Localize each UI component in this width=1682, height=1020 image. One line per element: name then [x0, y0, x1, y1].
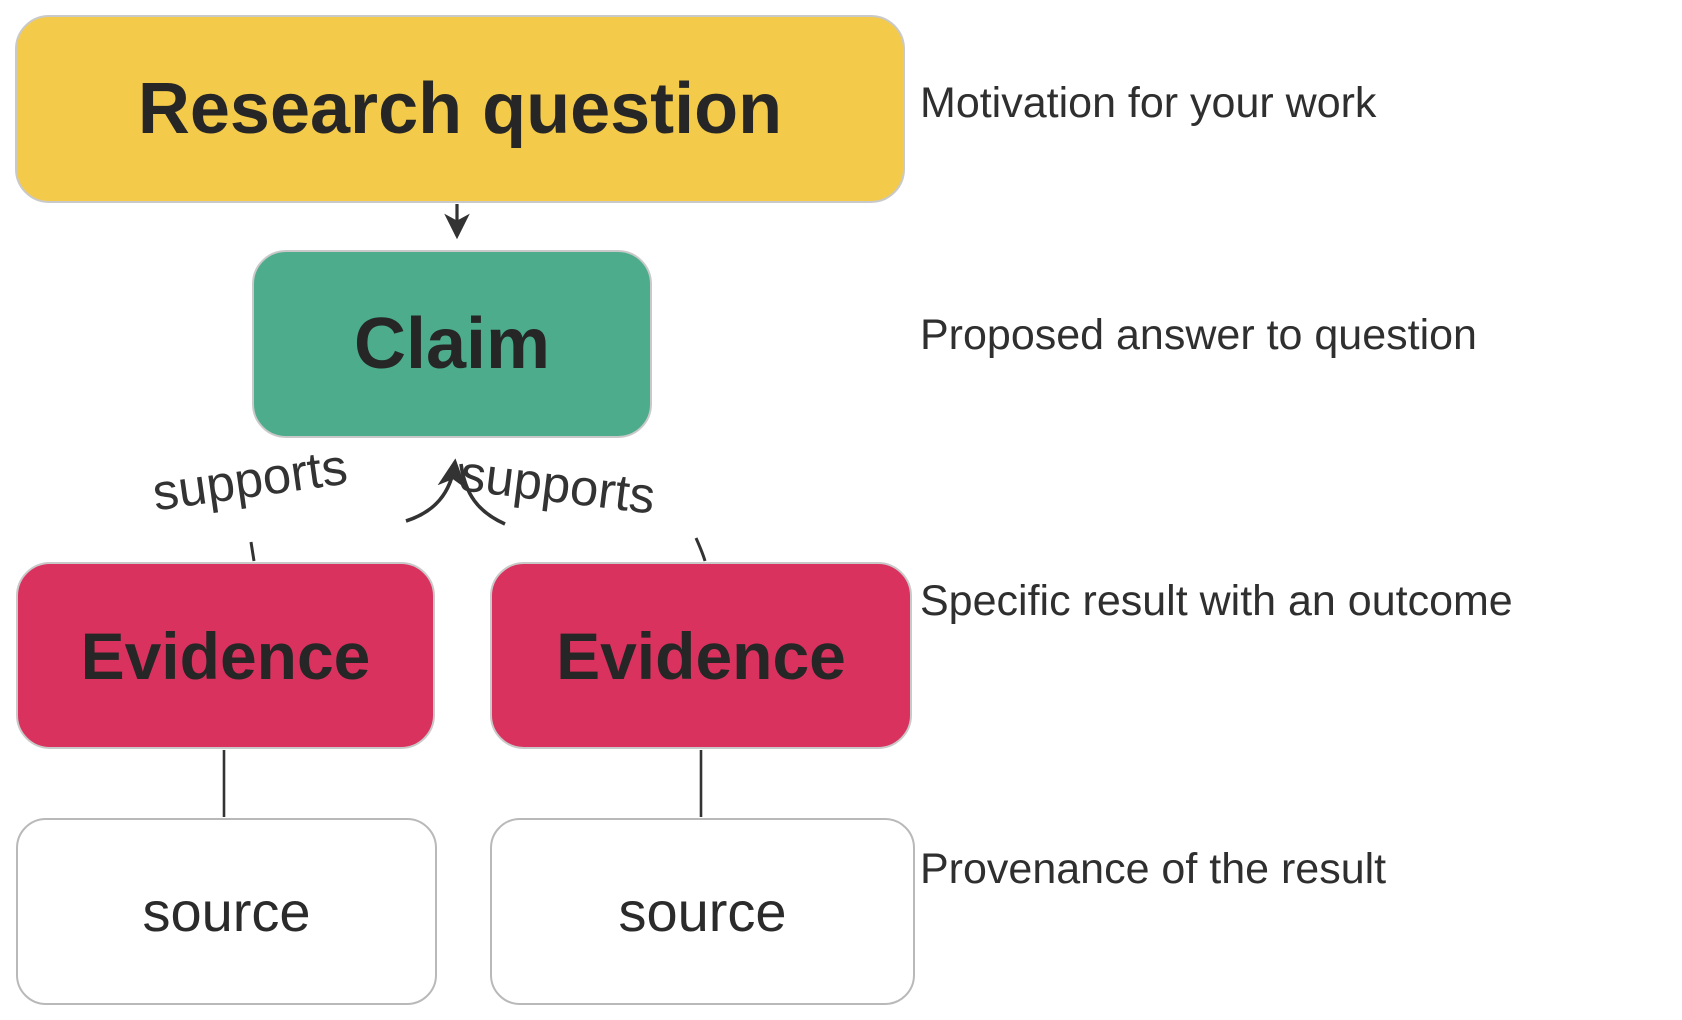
- node-source-left: source: [16, 818, 437, 1005]
- edge-label-supports-left: supports: [148, 437, 351, 522]
- supports-edge-stub-left: [249, 541, 256, 562]
- edge-label-supports-right: supports: [457, 444, 659, 525]
- node-claim-label: Claim: [353, 304, 551, 384]
- annotation-evidence: Specific result with an outcome: [920, 577, 1513, 625]
- annotation-research-question: Motivation for your work: [920, 79, 1377, 127]
- supports-arrow-left-branch-icon: [405, 458, 467, 523]
- annotation-claim: Proposed answer to question: [920, 311, 1477, 359]
- node-claim: Claim: [252, 250, 652, 438]
- node-evidence-right-label: Evidence: [556, 618, 846, 693]
- node-research-question: Research question: [15, 15, 905, 203]
- node-evidence-left: Evidence: [16, 562, 435, 749]
- node-source-left-label: source: [142, 880, 311, 943]
- supports-edge-stub-right: [694, 537, 707, 562]
- node-research-question-label: Research question: [137, 69, 783, 149]
- node-source-right-label: source: [618, 880, 787, 943]
- node-evidence-right: Evidence: [490, 562, 912, 749]
- node-source-right: source: [490, 818, 915, 1005]
- node-evidence-left-label: Evidence: [80, 618, 371, 693]
- annotation-source: Provenance of the result: [920, 845, 1387, 893]
